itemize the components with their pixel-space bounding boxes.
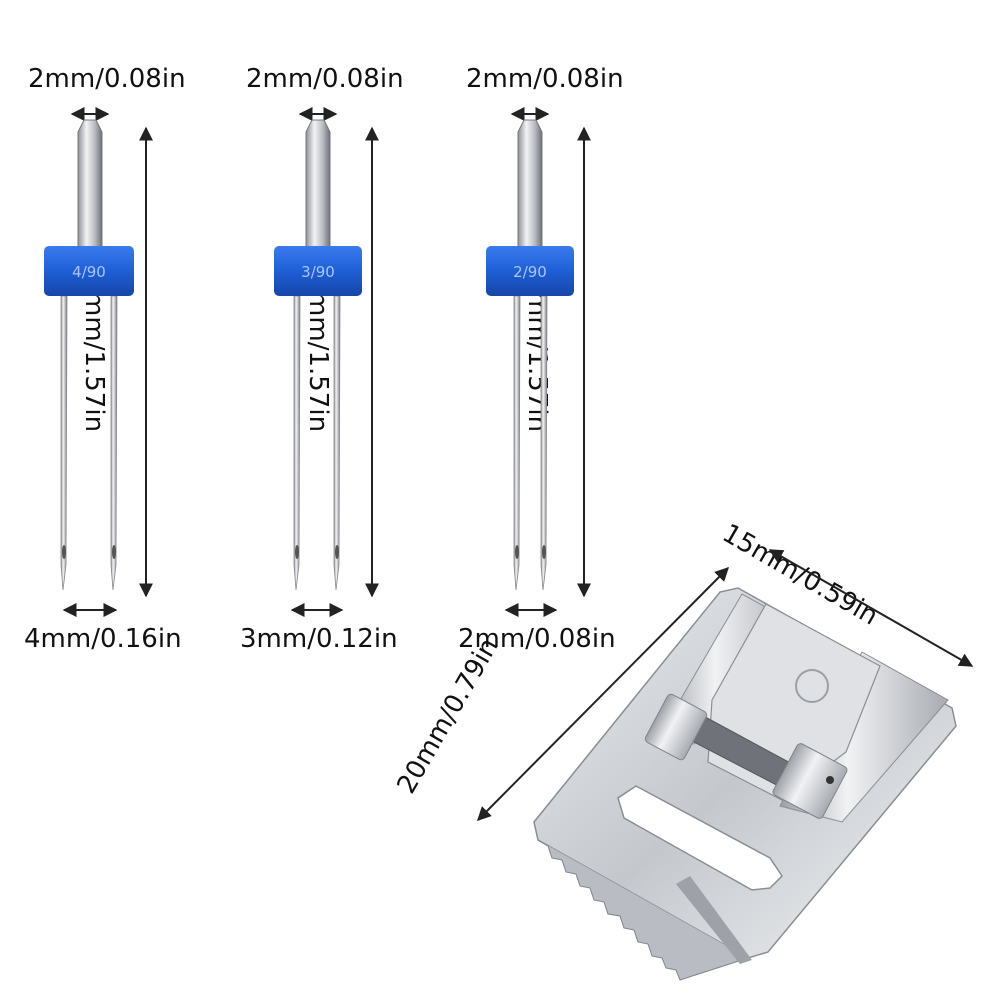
needle1-size-label: 4/90 — [72, 263, 106, 281]
twin-needle-4-90: 4/90 — [44, 107, 153, 617]
needle3-size-label: 2/90 — [513, 263, 547, 281]
needle3-top-width-label: 2mm/0.08in — [466, 64, 624, 94]
needle1-top-width-label: 2mm/0.08in — [28, 64, 186, 94]
needle2-bottom-gap-label: 3mm/0.12in — [240, 624, 398, 654]
needle2-size-label: 3/90 — [301, 263, 335, 281]
twin-needle-2-90: 2/90 — [486, 107, 591, 617]
pintuck-presser-foot — [477, 549, 974, 981]
twin-needle-3-90: 3/90 — [274, 107, 379, 617]
needle2-top-width-label: 2mm/0.08in — [246, 64, 404, 94]
needle1-bottom-gap-label: 4mm/0.16in — [24, 624, 182, 654]
